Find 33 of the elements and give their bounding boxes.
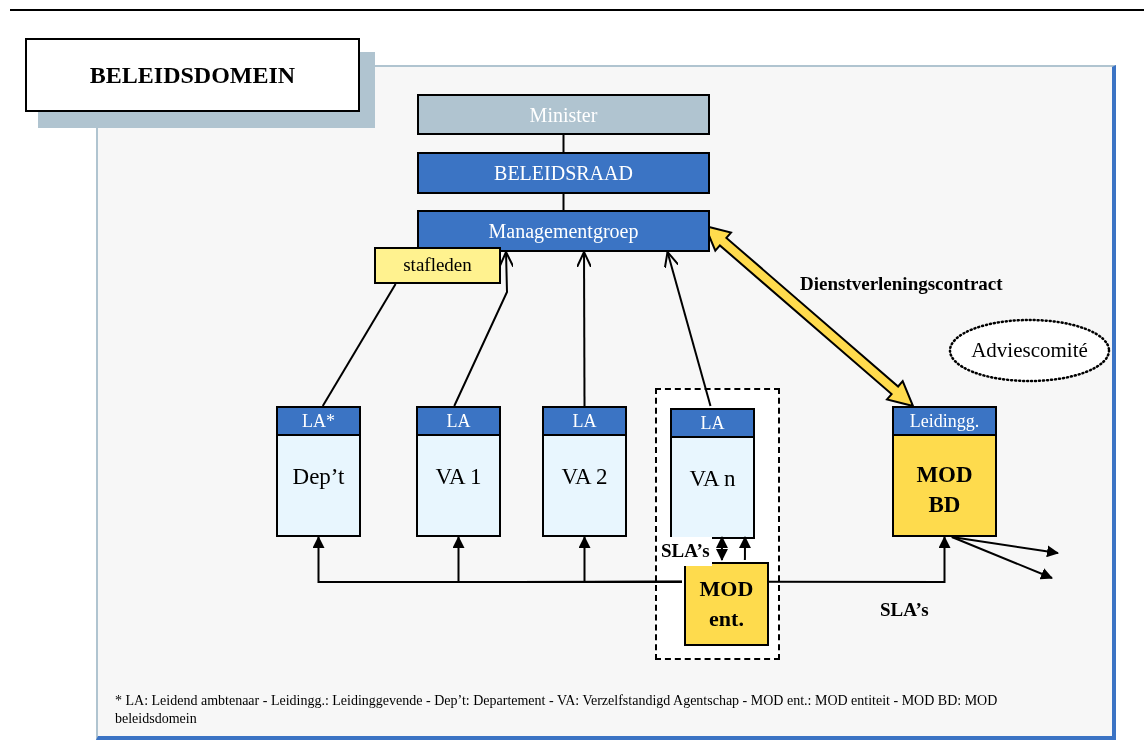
unit-header: LA — [544, 408, 625, 436]
unit-name: VA 1 — [435, 463, 482, 491]
edge-label: SLA’s — [659, 537, 712, 566]
role-box: Minister — [417, 94, 710, 135]
unit-box — [542, 406, 627, 537]
arrow — [576, 251, 593, 407]
connector-line — [321, 283, 397, 407]
connector-line — [562, 134, 565, 153]
unit-box — [276, 406, 361, 537]
dashed-group-box — [655, 388, 780, 660]
connector-line — [562, 193, 565, 211]
title-box: BELEIDSDOMEIN — [25, 38, 360, 112]
oval-label: Adviescomité — [971, 336, 1088, 364]
unit-header: Leidingg. — [894, 408, 995, 436]
arrow — [578, 536, 683, 583]
unit-name: VA n — [689, 465, 736, 493]
entity-box: MOD ent. — [684, 562, 769, 646]
unit-header: LA* — [278, 408, 359, 436]
unit-header: LA — [418, 408, 499, 436]
unit-header: LA — [672, 410, 753, 438]
unit-name: MOD BD — [915, 461, 974, 519]
footnote: * LA: Leidend ambtenaar - Leidingg.: Leidinggevende - Dep’t: Departement - VA: Verzelfstandigd Agentschap - MOD ent.: MOD entiteit - MOD BD: MOD beleidsdomein — [115, 692, 999, 728]
role-box: Managementgroep — [417, 210, 710, 252]
arrow — [950, 536, 1053, 580]
role-box: BELEIDSRAAD — [417, 152, 710, 194]
arrow — [663, 251, 712, 407]
arrow — [453, 251, 515, 407]
staff-box: stafleden — [374, 247, 501, 284]
unit-name: VA 2 — [561, 463, 608, 491]
unit-box — [670, 408, 755, 539]
unit-name: Dep’t — [292, 463, 345, 491]
unit-box — [416, 406, 501, 537]
unit-box — [892, 406, 997, 537]
